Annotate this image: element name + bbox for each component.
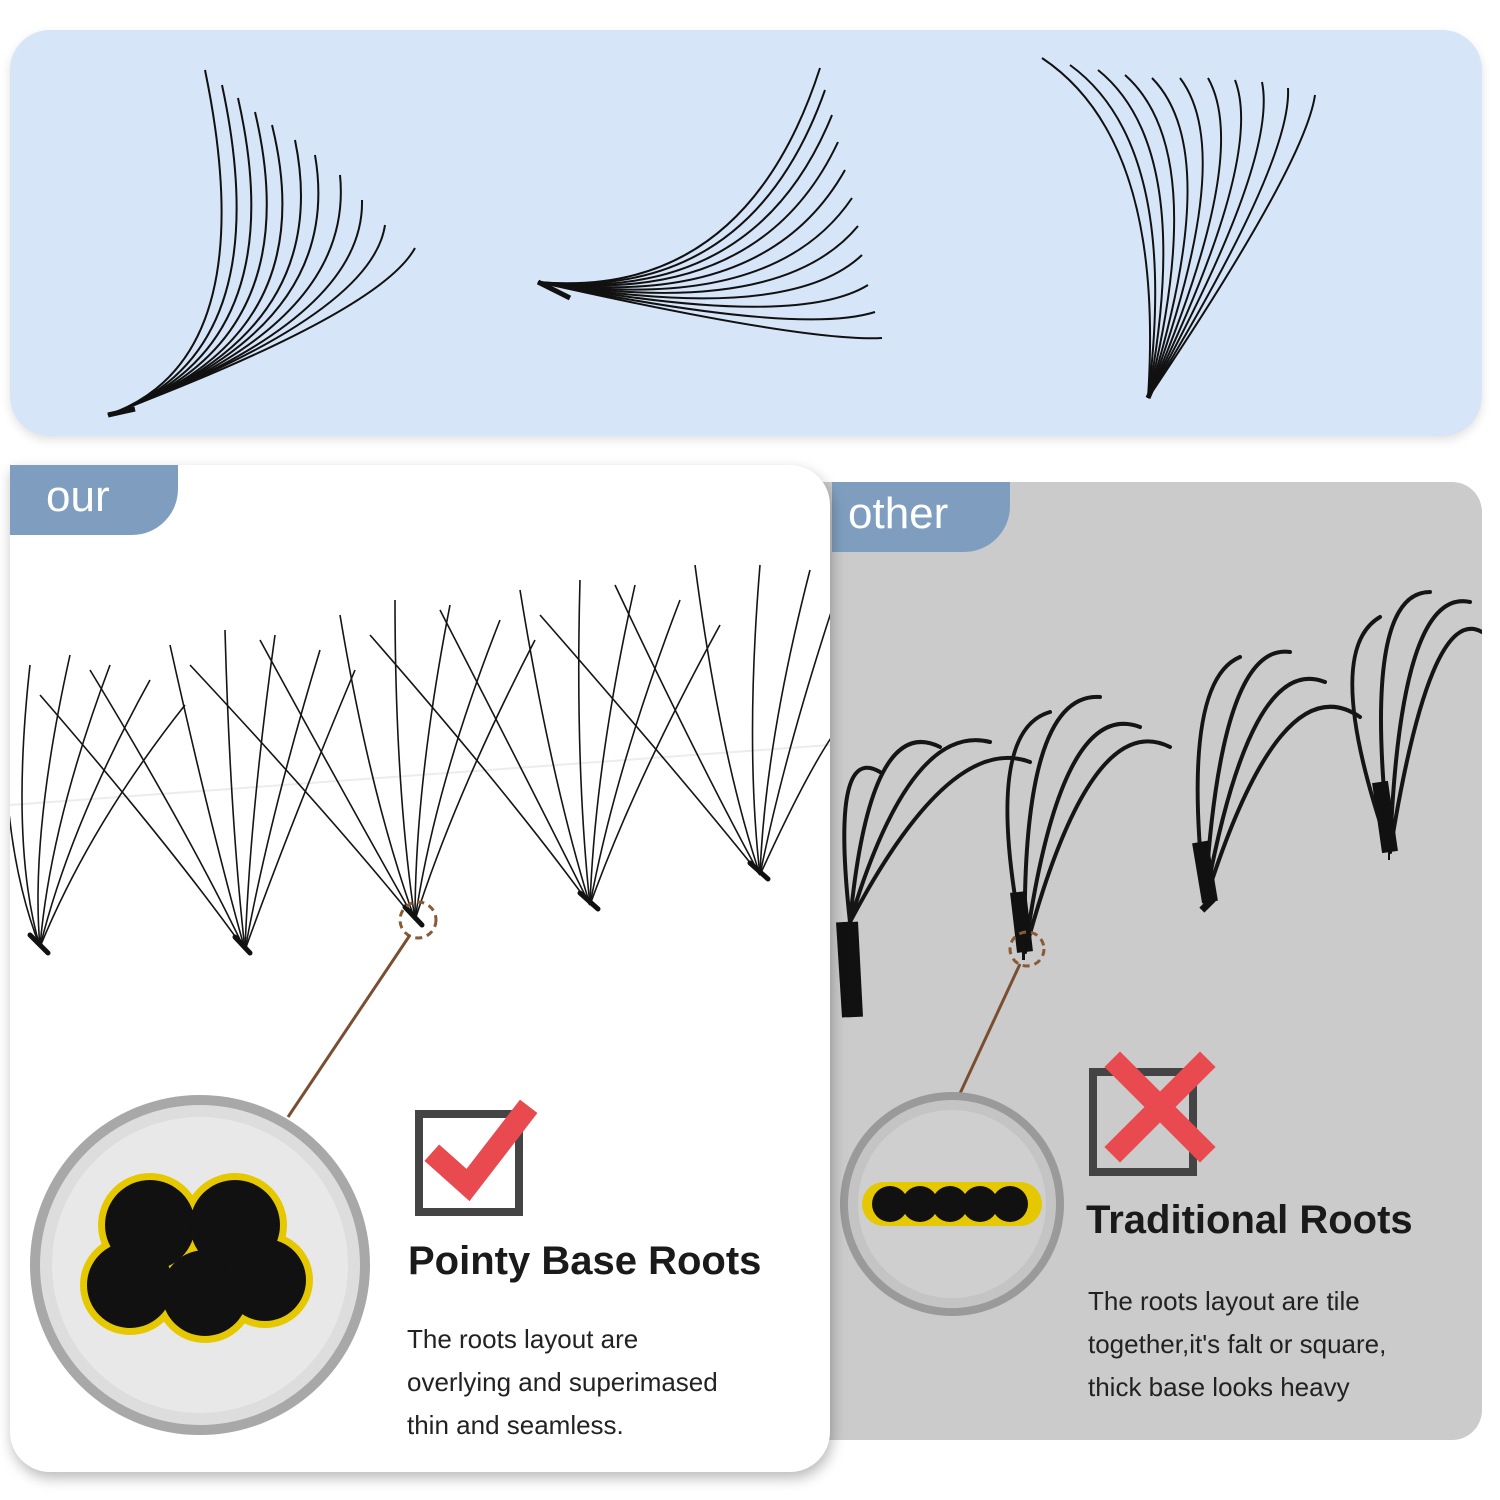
other-comparison-panel: other Traditional Roots The roots layout… [780,482,1482,1440]
top-lash-showcase [10,30,1482,436]
pointy-roots [27,860,771,956]
pointy-base-roots-description: The roots layout are overlying and super… [407,1318,718,1447]
our-comparison-panel: our Pointy Base Roots The roots layout a… [10,465,830,1472]
desc-line: together,it's falt or square, [1088,1329,1387,1359]
callout-line [955,963,1022,1101]
desc-line: thick base looks heavy [1088,1372,1350,1402]
our-tab-label: our [10,465,178,535]
flat-root-circles [862,1182,1042,1226]
pointy-lash-strip [10,564,830,951]
root-highlight-ring [398,900,438,940]
callout-line [286,934,412,1118]
lash-fan-middle [536,67,883,340]
cross-icon [1089,1051,1216,1176]
thick-roots [842,844,1390,1018]
root-highlight-ring [1008,930,1046,968]
desc-line: The roots layout are tile [1088,1286,1360,1316]
pointy-lash-illustration [10,564,830,1435]
check-icon [415,1099,538,1216]
overlapping-root-circles [80,1173,313,1343]
traditional-lash-illustration [836,590,1482,1316]
other-tab-label: other [832,482,1010,552]
traditional-roots-description: The roots layout are tile together,it's … [1088,1280,1386,1409]
desc-line: overlying and superimased [407,1367,718,1397]
traditional-lash-strip [842,590,1482,954]
pointy-base-roots-title: Pointy Base Roots [408,1239,762,1283]
lash-fan-left [107,69,416,418]
traditional-roots-title: Traditional Roots [1086,1198,1413,1242]
lash-fan-right [1041,57,1316,399]
thick-root-stems [836,780,1398,1018]
desc-line: The roots layout are [407,1324,639,1354]
lash-fans-illustration [107,57,1316,418]
desc-line: thin and seamless. [407,1410,624,1440]
